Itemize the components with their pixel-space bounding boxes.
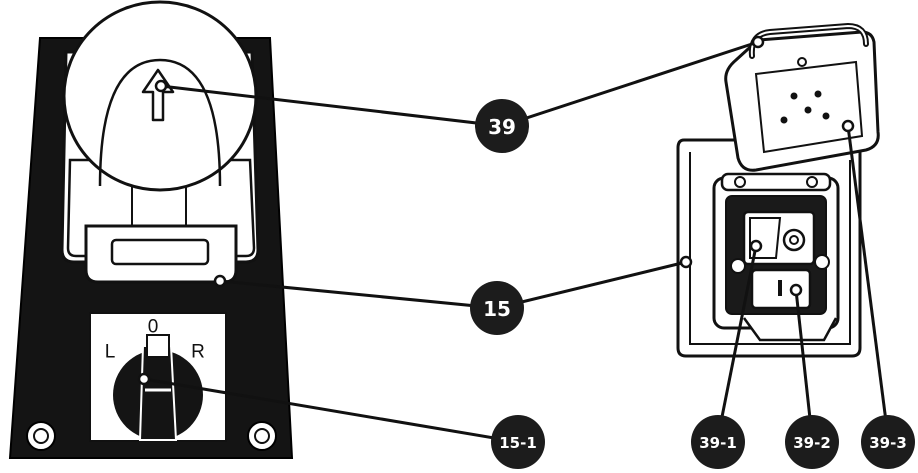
leader-line-39-right <box>501 40 759 128</box>
leader-line-15-right <box>496 260 687 310</box>
anchor-dot-selector <box>137 372 151 386</box>
lid-hole-top <box>797 57 807 67</box>
back-plate-inner <box>689 152 851 345</box>
callout-15: 15 <box>470 281 524 335</box>
callout-label-15-1: 15-1 <box>499 434 537 452</box>
selector-lever <box>138 345 178 441</box>
mounting-hole-left <box>26 421 56 451</box>
callout-15-1: 15-1 <box>491 415 545 469</box>
anchor-dot-lid <box>751 35 765 49</box>
cover-rim <box>98 58 222 187</box>
lid-hole-3 <box>804 106 812 114</box>
frame-screw-left <box>730 258 746 274</box>
reset-button-center <box>789 235 799 245</box>
latch-slot <box>110 238 210 266</box>
hinge-pin-left <box>734 176 746 188</box>
callout-39-1: 39-1 <box>691 415 745 469</box>
lid-hole-1 <box>790 92 798 100</box>
hinge-pin-right <box>806 176 818 188</box>
leader-line-15-left <box>219 279 498 310</box>
lid-hole-5 <box>822 112 830 120</box>
leader-line-39-left <box>160 84 503 128</box>
anchor-dot-rocker <box>749 239 763 253</box>
anchor-dot-lid-side <box>841 119 855 133</box>
position-label-off: 0 <box>148 317 159 338</box>
lid-hole-2 <box>814 90 822 98</box>
leader-line-39-3 <box>846 125 890 438</box>
callout-39-2: 39-2 <box>785 415 839 469</box>
off-switch-mark <box>778 280 782 296</box>
callout-label-39: 39 <box>488 115 516 139</box>
anchor-dot-backplate <box>679 255 693 269</box>
leader-lines <box>143 40 890 444</box>
leader-line-15-1 <box>143 377 519 444</box>
leader-line-39-1 <box>716 245 758 438</box>
lever-indicator <box>146 334 170 358</box>
position-label-right: R <box>191 342 205 363</box>
lid-hinge <box>720 172 832 192</box>
callout-label-39-1: 39-1 <box>699 434 737 452</box>
switch-panel-assembly: L 0 R <box>8 0 294 459</box>
mounting-hole-right <box>247 421 277 451</box>
socket-assembly <box>676 22 880 358</box>
lid-hole-4 <box>780 116 788 124</box>
leader-anchors <box>137 35 855 386</box>
callout-39: 39 <box>475 99 529 153</box>
leader-line-39-2 <box>794 289 814 438</box>
anchor-dot-off <box>789 283 803 297</box>
anchor-dot-latch <box>213 274 227 288</box>
bottom-bracket <box>742 317 838 342</box>
frame-screw-right <box>814 254 830 270</box>
callout-label-15: 15 <box>483 297 511 321</box>
callout-label-39-2: 39-2 <box>793 434 831 452</box>
anchor-dot-cover <box>154 79 168 93</box>
callout-39-3: 39-3 <box>861 415 915 469</box>
position-label-left: L <box>105 342 116 363</box>
callout-label-39-3: 39-3 <box>869 434 907 452</box>
